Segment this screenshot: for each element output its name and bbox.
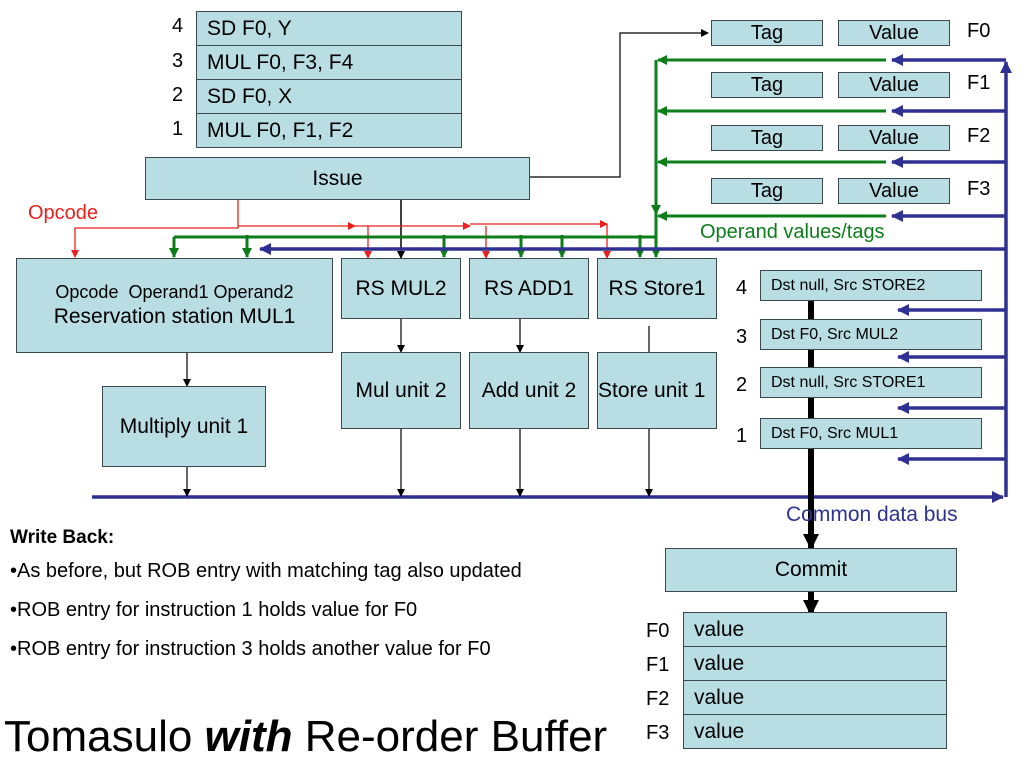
arch-reg-value: value xyxy=(683,612,947,647)
reg-value: Value xyxy=(838,20,950,46)
reg-name: F2 xyxy=(967,125,991,147)
issue-box: Issue xyxy=(145,157,530,200)
title-emphasis: with xyxy=(204,712,293,761)
reg-tag: Tag xyxy=(711,72,823,98)
arch-reg-value: value xyxy=(683,680,947,715)
notes-bullet: •ROB entry for instruction 1 holds value… xyxy=(10,599,418,621)
arch-reg-value: value xyxy=(683,714,947,749)
mul-unit-2: Mul unit 2 xyxy=(341,352,461,429)
opcode-wires xyxy=(71,198,611,259)
store-unit-1: Store unit 1 xyxy=(597,352,717,429)
reg-tag: Tag xyxy=(711,125,823,151)
notes-heading: Write Back: xyxy=(10,527,115,548)
rs-mul1: Opcode Operand1 Operand2 Reservation sta… xyxy=(16,258,333,353)
add-unit-2: Add unit 2 xyxy=(469,352,589,429)
reg-name: F3 xyxy=(967,178,991,200)
notes-bullet: •As before, but ROB entry with matching … xyxy=(10,560,522,582)
commit-box: Commit xyxy=(665,548,957,592)
multiply-unit-1: Multiply unit 1 xyxy=(102,386,266,467)
rob-entry: Dst null, Src STORE1 xyxy=(760,367,982,398)
rob-index: 3 xyxy=(736,326,748,348)
rs-add1: RS ADD1 xyxy=(469,258,589,319)
rs-mul1-name: Reservation station MUL1 xyxy=(53,305,296,328)
cdb-label: Common data bus xyxy=(786,503,958,526)
arch-reg-name: F1 xyxy=(646,654,670,676)
queue-entry: MUL F0, F3, F4 xyxy=(196,45,462,80)
write-back-notes: Write Back: •As before, but ROB entry wi… xyxy=(10,527,620,664)
title-part: Tomasulo xyxy=(4,712,205,761)
operand-label: Operand values/tags xyxy=(700,221,885,243)
title-part: Re-order Buffer xyxy=(292,712,608,761)
reg-name: F1 xyxy=(967,72,991,94)
rs-store1: RS Store1 xyxy=(597,258,717,319)
rob-index: 1 xyxy=(736,425,748,447)
issue-to-tag-wire xyxy=(529,29,709,178)
rs-mul2: RS MUL2 xyxy=(341,258,461,319)
rs-mul1-fields: Opcode Operand1 Operand2 xyxy=(55,282,294,302)
rob-index: 2 xyxy=(736,374,748,396)
arch-reg-name: F0 xyxy=(646,620,670,642)
rob-entry: Dst null, Src STORE2 xyxy=(760,270,982,301)
notes-bullet: •ROB entry for instruction 3 holds anoth… xyxy=(10,638,491,660)
queue-entry: MUL F0, F1, F2 xyxy=(196,113,462,148)
rob-index: 4 xyxy=(736,277,748,299)
issue-to-rs-wire xyxy=(248,197,405,259)
reg-value: Value xyxy=(838,125,950,151)
reg-tag: Tag xyxy=(711,178,823,204)
rob-entry: Dst F0, Src MUL1 xyxy=(760,418,982,449)
queue-index: 3 xyxy=(172,50,184,72)
queue-index: 2 xyxy=(172,84,184,106)
opcode-label: Opcode xyxy=(28,202,99,224)
reg-value: Value xyxy=(838,72,950,98)
arch-reg-value: value xyxy=(683,646,947,681)
reg-name: F0 xyxy=(967,20,991,42)
reg-tag: Tag xyxy=(711,20,823,46)
queue-index: 1 xyxy=(172,118,184,140)
queue-entry: SD F0, X xyxy=(196,79,462,114)
queue-index: 4 xyxy=(172,15,184,37)
reg-value: Value xyxy=(838,178,950,204)
arch-reg-name: F2 xyxy=(646,688,670,710)
queue-entry: SD F0, Y xyxy=(196,11,462,46)
rob-entry: Dst F0, Src MUL2 xyxy=(760,319,982,350)
arch-reg-name: F3 xyxy=(646,722,670,744)
slide-title: Tomasulo with Re-order Buffer xyxy=(4,712,607,762)
